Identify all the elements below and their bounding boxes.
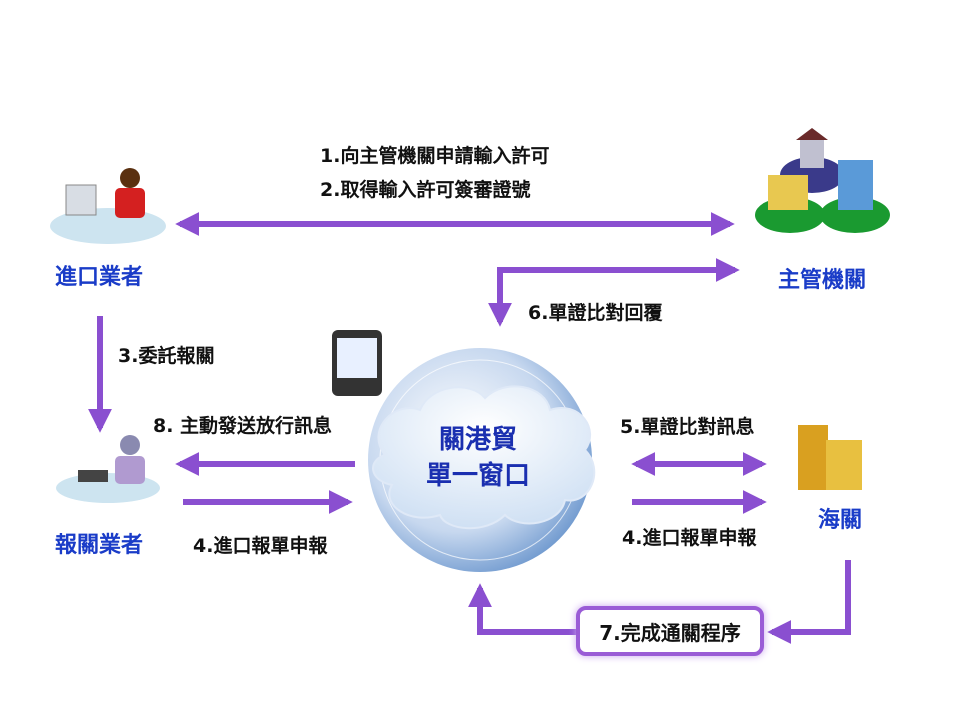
customs-building-icon [798, 425, 862, 490]
single-window-title: 關港貿 單一窗口 [398, 422, 558, 494]
customs-broker-icon [56, 435, 160, 503]
single-window-line2: 單一窗口 [425, 461, 530, 491]
arrow-7-right [767, 560, 851, 644]
step-1-label: 1.向主管機關申請輸入許可 [320, 145, 550, 167]
single-window-line1: 關港貿 [438, 425, 517, 455]
authority-label: 主管機關 [778, 268, 867, 293]
step-4-customs-label: 4.進口報單申報 [622, 527, 757, 549]
mobile-device-icon [332, 330, 382, 396]
single-window-cloud [368, 348, 596, 572]
importer-icon [50, 168, 166, 244]
broker-label: 報關業者 [55, 533, 144, 558]
step-6-label: 6.單證比對回覆 [528, 302, 663, 324]
step-4-broker-label: 4.進口報單申報 [193, 535, 328, 557]
step-2-label: 2.取得輸入許可簽審證號 [320, 179, 531, 201]
importer-label: 進口業者 [55, 265, 144, 290]
step-3-label: 3.委託報關 [118, 345, 215, 367]
step-7-label: 7.完成通關程序 [599, 620, 741, 645]
government-buildings-icon [755, 128, 890, 233]
arrow-6 [488, 258, 740, 327]
customs-label: 海關 [818, 508, 863, 533]
step-7-box: 7.完成通關程序 [576, 606, 764, 656]
arrow-7-left [468, 583, 576, 635]
step-5-label: 5.單證比對訊息 [620, 416, 755, 438]
step-8-label: 8. 主動發送放行訊息 [153, 415, 333, 437]
